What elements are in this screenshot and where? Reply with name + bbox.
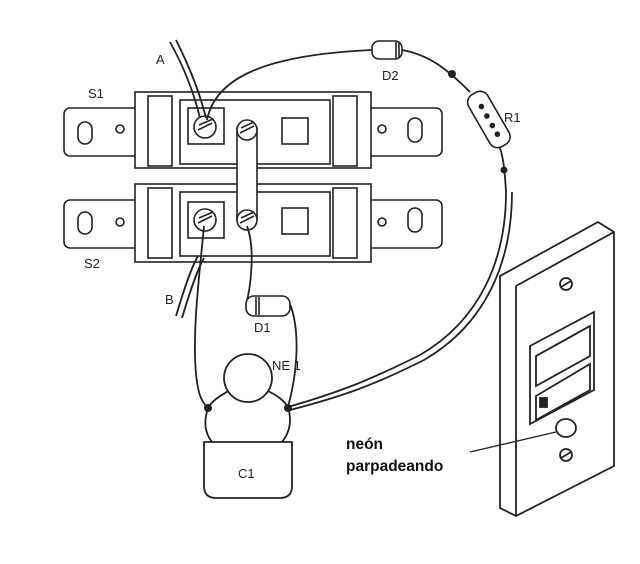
node-left (204, 404, 212, 412)
screw-s1-left (193, 115, 217, 139)
plate-screw-bottom (559, 448, 573, 462)
label-diode-d2: D2 (382, 68, 399, 83)
wire-a (169, 41, 201, 119)
node-right (284, 404, 292, 412)
rocker-bottom (535, 362, 591, 422)
label-wire-a: A (156, 52, 165, 67)
neon-lamp-ne1 (223, 353, 273, 403)
wires (169, 39, 513, 443)
wire-insulated (287, 191, 507, 408)
screw-s1-middle (236, 119, 258, 141)
label-switch-s1: S1 (88, 86, 104, 101)
wire-d1-right-node (287, 303, 298, 408)
capacitor-lead-left (204, 407, 213, 443)
label-neon-lamp: NE 1 (272, 358, 301, 373)
jumper-strip (236, 127, 258, 221)
solder-nodes (204, 70, 508, 412)
screw-s2-left (193, 208, 217, 232)
rocker-top (535, 324, 591, 388)
lamp-lead-right (265, 389, 289, 408)
resistor-r1 (466, 90, 511, 149)
terminal-screws (193, 115, 258, 232)
switch-block (63, 91, 443, 263)
diode-d2 (371, 40, 403, 60)
label-switch-s2: S2 (84, 256, 100, 271)
diode-d1 (245, 295, 291, 317)
neon-window (555, 418, 577, 438)
annotation-line-2: parpadeando (346, 458, 444, 475)
lamp-lead-left (207, 389, 231, 409)
plate-screw-top (559, 277, 573, 291)
wire-s2-left-node (194, 225, 209, 409)
node-d2-r1 (448, 70, 456, 78)
wire-d2-r1 (401, 49, 471, 93)
label-resistor-r1: R1 (504, 110, 521, 125)
wire-s1-d2 (206, 49, 373, 121)
capacitor-lead-right (281, 406, 291, 443)
annotation-line-1: neón (346, 436, 384, 453)
label-wire-b: B (165, 292, 174, 307)
annotation-pointer (469, 431, 557, 453)
screw-s2-middle (236, 209, 258, 231)
annotation-text: neón parpadeando (346, 434, 443, 478)
wall-switch-plate (499, 220, 615, 518)
capacitor-c1 (203, 441, 293, 499)
node-r1-bottom (500, 166, 508, 174)
label-diode-d1: D1 (254, 320, 271, 335)
label-capacitor: C1 (238, 466, 255, 481)
wire-b (175, 255, 199, 317)
